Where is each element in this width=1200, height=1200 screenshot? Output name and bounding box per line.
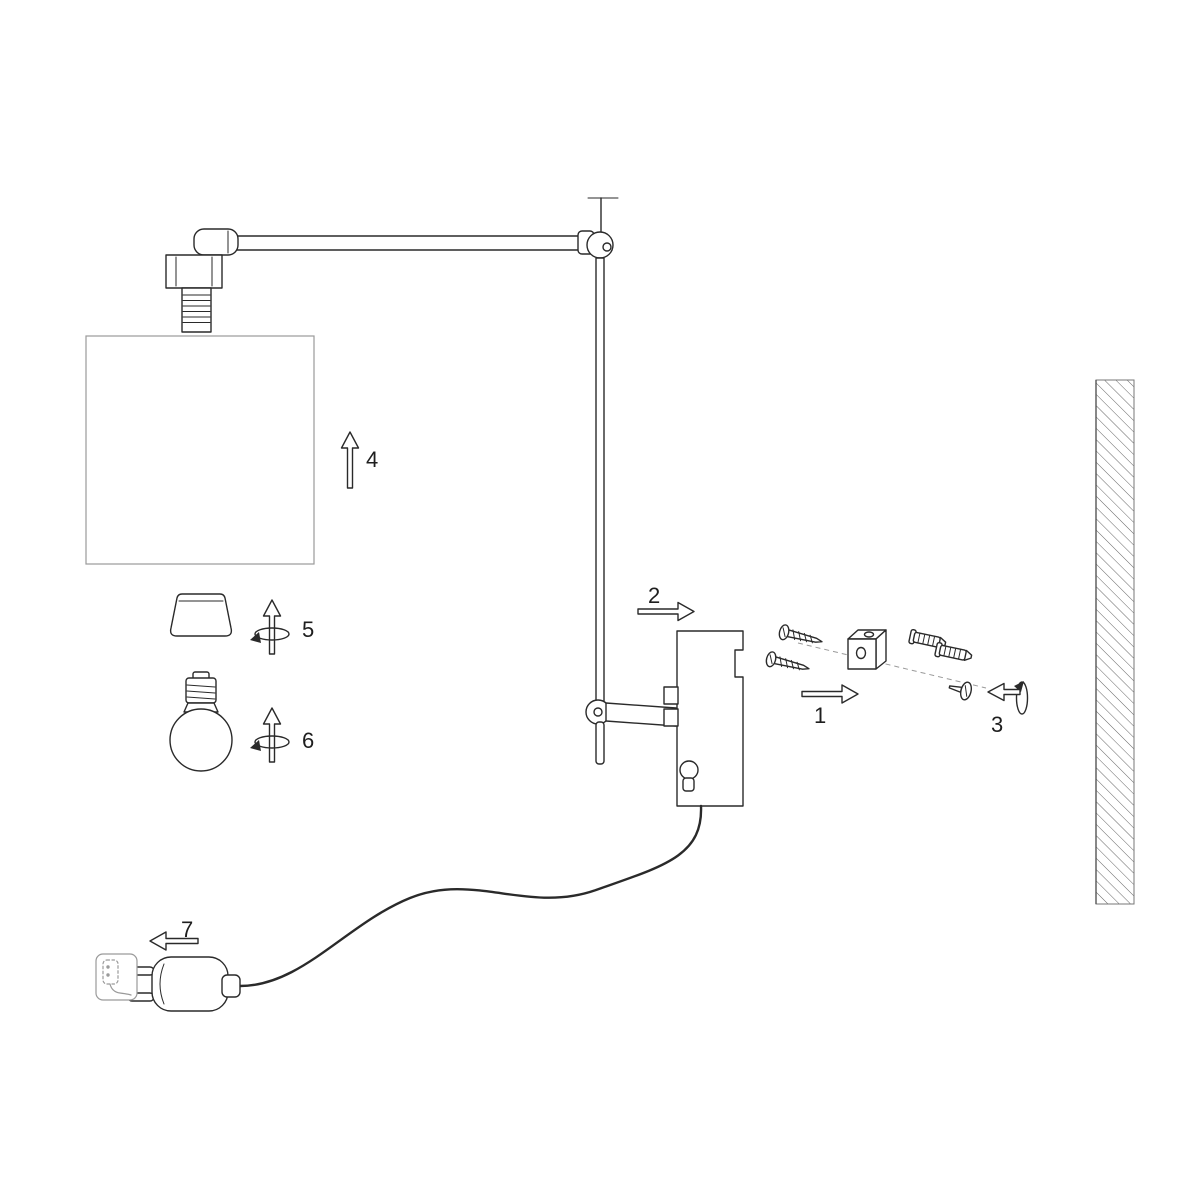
- plate-knuckle-top: [663, 686, 679, 705]
- step-7-arrow-left-icon: [149, 931, 199, 951]
- horizontal-arm: [231, 235, 583, 251]
- rod-lower-stub: [595, 721, 605, 765]
- locking-screw: [948, 681, 973, 701]
- plug-cord-boot: [221, 974, 241, 998]
- wall-anchors: [908, 628, 973, 661]
- step-7-label: 7: [181, 917, 193, 942]
- bulb-glass: [169, 708, 233, 772]
- step-5-label: 5: [302, 617, 314, 642]
- pictogram-plug-icon: [102, 959, 119, 985]
- bulb-thread: [186, 684, 216, 688]
- step-3-label: 3: [991, 712, 1003, 737]
- light-bulb: [169, 671, 233, 772]
- switch-knob: [679, 760, 699, 780]
- lampshade-panel: [85, 335, 315, 565]
- screw-icon: [778, 624, 823, 644]
- wall-anchor-icon: [934, 641, 973, 661]
- lower-joint-bolt: [593, 707, 603, 717]
- screw-icon: [765, 651, 810, 671]
- step-1-label: 1: [814, 703, 826, 728]
- step-1-arrow-right-icon: [801, 684, 859, 704]
- mounting-screws: [765, 624, 823, 671]
- wall-plate: [663, 630, 744, 807]
- arm-joint-bolt: [602, 242, 612, 252]
- plug-contour: [159, 963, 165, 1005]
- pictogram-cable: [109, 983, 132, 996]
- plate-knuckle-bottom: [663, 708, 679, 727]
- pictogram-pin-dot: [106, 965, 110, 969]
- step-4-label: 4: [366, 447, 378, 472]
- pictogram-pin-dot: [106, 973, 110, 977]
- step-6-rotate-up-icon: [250, 707, 290, 763]
- lamp-arm-assembly: [165, 197, 677, 765]
- vertical-rod: [595, 257, 605, 707]
- step-4-arrow-up-icon: [340, 431, 360, 489]
- wall-hatch: [1095, 379, 1135, 905]
- screw-head-icon: [948, 681, 973, 701]
- bracket-top-hole: [863, 631, 875, 638]
- step-3-arrow-left-icon: [987, 682, 1021, 702]
- shade-ring: [169, 593, 233, 637]
- step-2-arrow-right-icon: [637, 601, 695, 622]
- bracket-hole: [855, 646, 867, 660]
- wall-section: [1095, 379, 1135, 905]
- step-6-label: 6: [302, 728, 314, 753]
- switch-knob-stem: [682, 777, 695, 792]
- socket-housing: [165, 254, 223, 289]
- power-cord: [238, 804, 703, 988]
- pictogram-frame: [95, 953, 138, 1001]
- wall-bracket: [847, 629, 887, 670]
- rotation-indicator-3: [1014, 681, 1029, 715]
- step-2-label: 2: [648, 583, 660, 608]
- plug-pictogram: [95, 953, 138, 1001]
- bulb-thread: [186, 690, 216, 694]
- bulb-thread: [186, 696, 216, 700]
- arm-left-coupling: [193, 228, 239, 256]
- step-5-rotate-up-icon: [250, 599, 290, 655]
- power-plug: [127, 956, 241, 1012]
- ring-body: [169, 593, 233, 637]
- rotation-arrowhead-icon: [1014, 681, 1024, 692]
